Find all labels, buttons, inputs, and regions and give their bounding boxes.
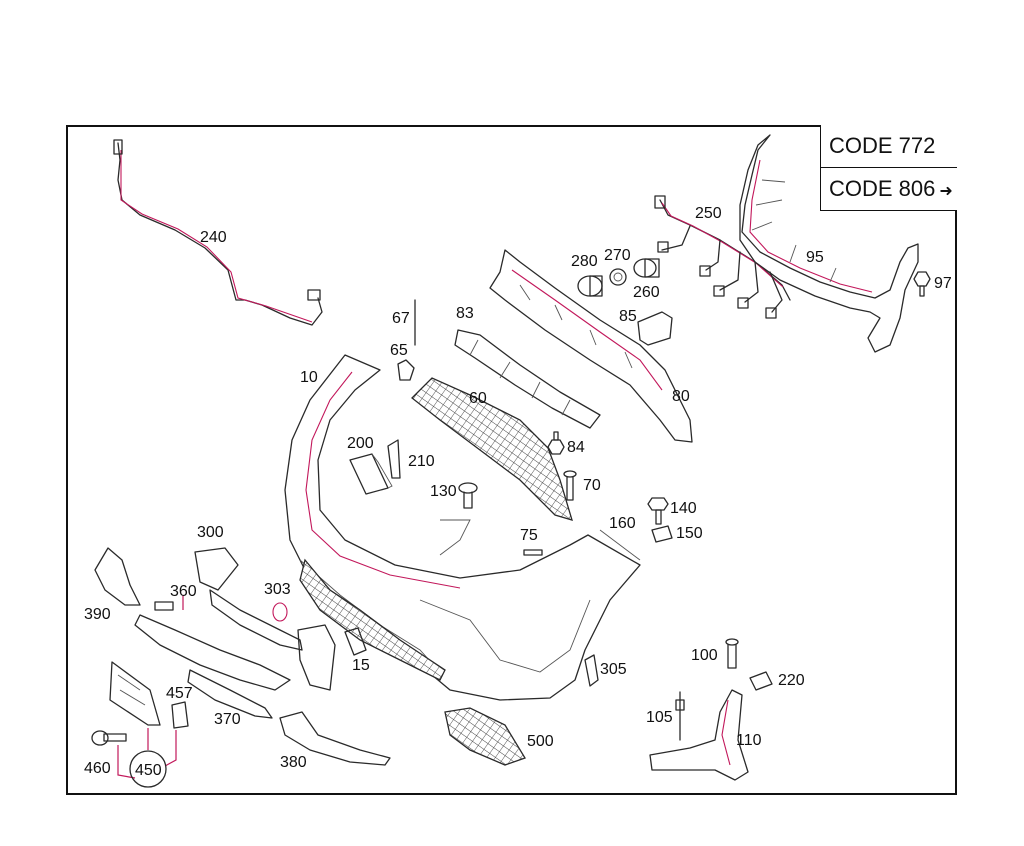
label-200: 200 [347,435,374,452]
label-450: 450 [135,762,162,779]
label-97: 97 [934,275,952,292]
part-83-bracket[interactable] [454,329,601,429]
part-105-rod[interactable] [675,691,685,741]
part-457-bracket[interactable] [171,701,189,729]
label-10: 10 [300,369,318,386]
label-460: 460 [84,760,111,777]
part-85-housing[interactable] [637,311,673,346]
part-84-bolt[interactable] [547,431,565,455]
code-806-row: CODE 806➜ [821,167,957,209]
label-150: 150 [676,525,703,542]
label-130: 130 [430,483,457,500]
part-95-carrier[interactable] [739,134,919,353]
label-70: 70 [583,477,601,494]
part-220-nut[interactable] [749,671,773,691]
label-15: 15 [352,657,370,674]
arrow-right-icon: ➜ [939,183,953,200]
part-370-strip[interactable] [187,669,273,719]
label-305: 305 [600,661,627,678]
part-280-sensor[interactable] [577,275,603,297]
label-390: 390 [84,606,111,623]
part-210-bracket[interactable] [387,439,401,479]
label-65: 65 [390,342,408,359]
label-220: 220 [778,672,805,689]
label-60: 60 [469,390,487,407]
label-303: 303 [264,581,291,598]
part-200-module[interactable] [349,453,393,495]
part-450-leaders [117,595,184,788]
label-67: 67 [392,310,410,327]
part-100-clip[interactable] [725,638,739,669]
label-270: 270 [604,247,631,264]
label-95: 95 [806,249,824,266]
part-360-spoiler[interactable] [134,601,291,691]
label-457: 457 [166,685,193,702]
label-210: 210 [408,453,435,470]
label-105: 105 [646,709,673,726]
label-360: 360 [170,583,197,600]
label-300: 300 [197,524,224,541]
part-150-nut[interactable] [651,525,673,543]
part-380-trim[interactable] [279,711,391,766]
part-65-clip[interactable] [397,359,415,381]
part-500-grille-insert[interactable] [444,707,526,766]
label-100: 100 [691,647,718,664]
label-140: 140 [670,500,697,517]
code-legend: CODE 772 CODE 806➜ [820,125,957,211]
part-70-clip[interactable] [563,470,577,501]
label-380: 380 [280,754,307,771]
part-60-grille[interactable] [411,377,573,521]
part-110-bracket[interactable] [649,689,749,781]
part-75-strip[interactable] [523,549,543,556]
diagram-frame [66,125,957,795]
part-450-plate-holder[interactable] [109,661,161,726]
part-10-bumper-cover[interactable] [284,354,641,701]
part-160-leader [599,529,641,561]
label-83: 83 [456,305,474,322]
label-85: 85 [619,308,637,325]
part-270-ring[interactable] [609,268,627,286]
label-370: 370 [214,711,241,728]
label-260: 260 [633,284,660,301]
part-130-rivet[interactable] [458,482,478,509]
part-15-trim[interactable] [344,627,367,656]
part-240-harness[interactable] [113,139,323,326]
code-772-label: CODE 772 [829,133,936,158]
label-110: 110 [736,732,762,749]
part-80-beam[interactable] [489,249,693,443]
label-240: 240 [200,229,227,246]
label-80: 80 [672,388,690,405]
part-260-sensor[interactable] [633,258,660,278]
label-280: 280 [571,253,598,270]
code-806-label: CODE 806 [829,176,936,201]
part-303-emblem[interactable] [272,602,288,622]
part-460-screw[interactable] [91,730,127,746]
part-250-sensor-harness[interactable] [654,195,791,319]
label-250: 250 [695,205,722,222]
label-84: 84 [567,439,585,456]
part-97-bolt[interactable] [913,271,931,297]
label-500: 500 [527,733,554,750]
label-75: 75 [520,527,538,544]
label-160: 160 [609,515,636,532]
part-300-bracket[interactable] [194,547,336,691]
code-772-row: CODE 772 [821,125,957,167]
part-390-deflector[interactable] [94,547,141,606]
part-140-bolt[interactable] [647,497,669,525]
part-305-clip[interactable] [584,654,599,687]
